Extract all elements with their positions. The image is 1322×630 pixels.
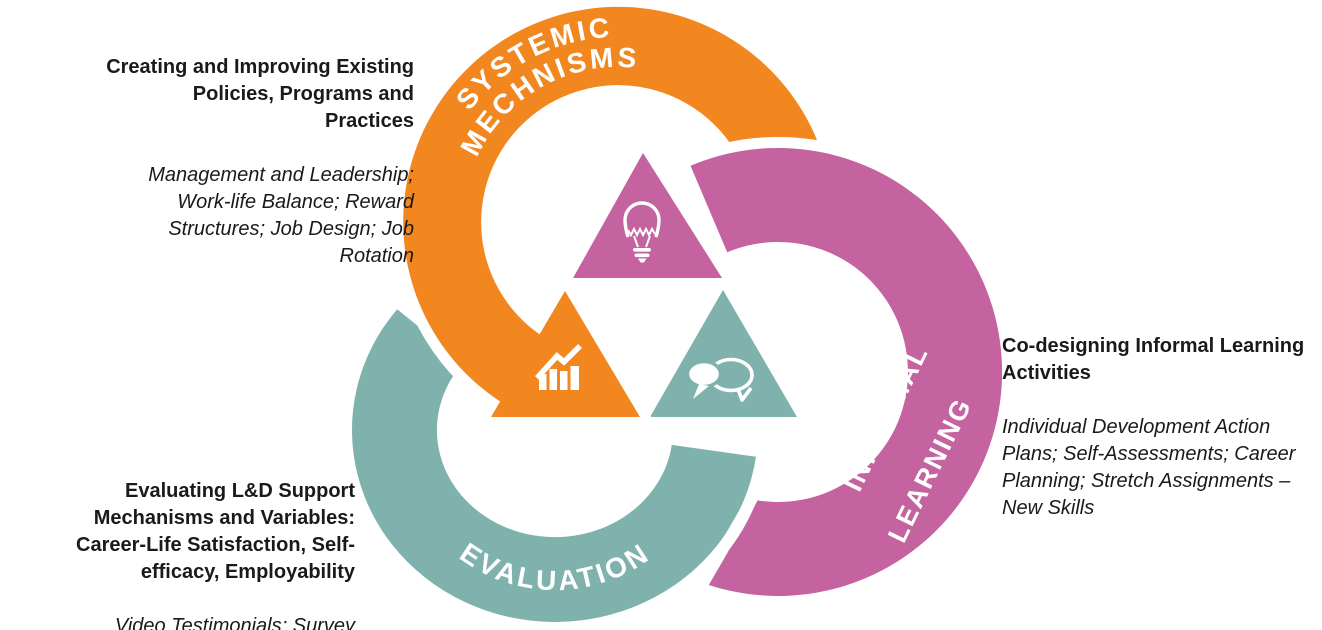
informal-annotation: Co-designing Informal Learning Activitie… bbox=[1002, 306, 1320, 549]
lightbulb-icon bbox=[623, 201, 661, 263]
systemic-annotation-detail: Management and Leadership; Work-life Bal… bbox=[148, 164, 414, 267]
informal-arrowhead bbox=[573, 153, 722, 278]
evaluation-arc bbox=[351, 309, 756, 623]
systemic-arrow bbox=[392, 0, 841, 428]
informal-arrow bbox=[562, 137, 1014, 607]
systemic-annotation-title: Creating and Improving Existing Policies… bbox=[106, 56, 414, 132]
systemic-arc bbox=[403, 6, 830, 405]
evaluation-annotation-title: Evaluating L&D Support Mechanisms and Va… bbox=[76, 480, 355, 583]
evaluation-annotation: Evaluating L&D Support Mechanisms and Va… bbox=[24, 451, 355, 630]
informal-annotation-title: Co-designing Informal Learning Activitie… bbox=[1002, 335, 1305, 384]
evaluation-arrow bbox=[341, 279, 808, 630]
teal-over-pink-gap bbox=[454, 429, 770, 630]
evaluation-annotation-detail: Video Testimonials; Survey Apps; Open Fo… bbox=[114, 615, 355, 630]
informal-arc bbox=[690, 147, 1003, 596]
evaluation-arrowhead bbox=[650, 290, 797, 417]
bar-chart-icon bbox=[534, 344, 582, 390]
speech-bubbles-icon bbox=[685, 357, 754, 402]
systemic-annotation: Creating and Improving Existing Policies… bbox=[44, 27, 414, 297]
informal-annotation-detail: Individual Development Action Plans; Sel… bbox=[1002, 416, 1296, 519]
systemic-arrowhead bbox=[491, 291, 640, 417]
